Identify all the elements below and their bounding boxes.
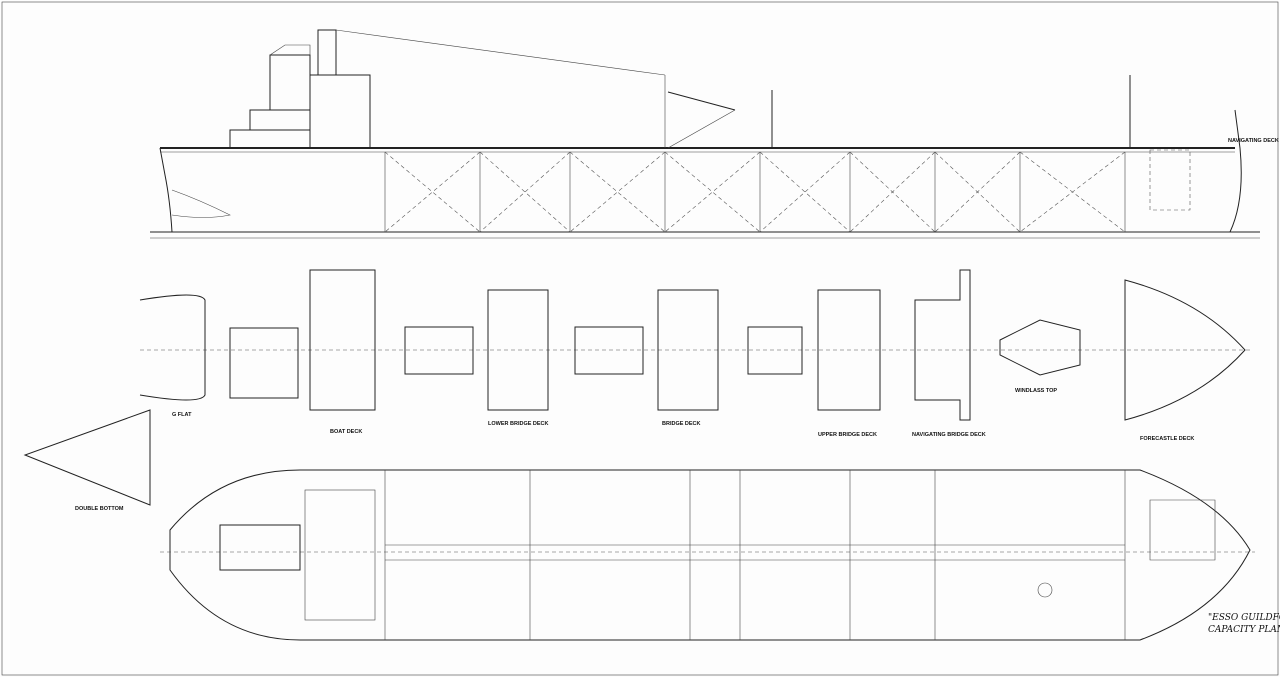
label-upper-bridge-deck: UPPER BRIDGE DECK <box>818 432 877 438</box>
label-navigating-bridge-deck: NAVIGATING BRIDGE DECK <box>912 432 986 438</box>
labels: NAVIGATING DECK BOAT DECK LOWER BRIDGE D… <box>75 138 1280 635</box>
label-boat-deck: BOAT DECK <box>330 429 362 435</box>
boat-deck-plan <box>309 269 376 411</box>
windlass-top-plan <box>999 319 1081 376</box>
double-bottom-plan <box>23 409 151 506</box>
boat-deck-aft-block <box>229 327 299 399</box>
label-g-flat: G FLAT <box>172 412 192 418</box>
drawing-title: CAPACITY PLAN <box>1208 625 1280 635</box>
upper-bridge-deck-plan <box>817 289 881 411</box>
bridge-deck-plan <box>657 289 719 411</box>
plan-view <box>160 469 1255 641</box>
lower-bridge-deck-plan <box>487 289 549 411</box>
label-windlass-top: WINDLASS TOP <box>1015 388 1057 394</box>
bridge-block <box>574 326 644 375</box>
ship-name: "ESSO GUILDFORD" <box>1208 613 1280 623</box>
lower-bridge-block <box>404 326 474 375</box>
label-bridge-deck: BRIDGE DECK <box>662 421 701 427</box>
label-navigating-deck: NAVIGATING DECK <box>1228 138 1279 144</box>
label-double-bottom: DOUBLE BOTTOM <box>75 506 124 512</box>
label-lower-bridge-deck: LOWER BRIDGE DECK <box>488 421 549 427</box>
g-flat-plan <box>139 294 206 401</box>
navigating-bridge-plan <box>914 269 971 421</box>
forecastle-deck-plan <box>1124 279 1246 421</box>
upper-bridge-block <box>747 326 803 375</box>
label-forecastle-deck: FORECASTLE DECK <box>1140 436 1194 442</box>
profile-view <box>150 29 1260 239</box>
deck-plans-row <box>23 269 1250 506</box>
